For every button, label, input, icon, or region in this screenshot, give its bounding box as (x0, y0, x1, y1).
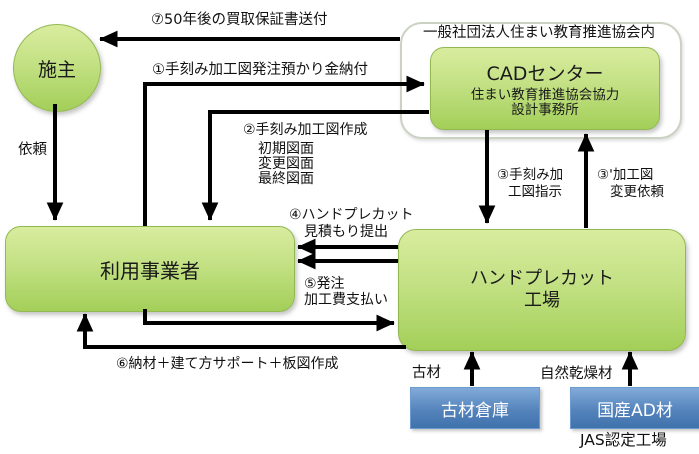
label-step5-line1: ⑤発注 (304, 276, 345, 292)
node-client: 施主 (13, 24, 101, 112)
ad-material-label: 国産AD材 (597, 400, 673, 421)
node-old-wood-warehouse: 古材倉庫 (410, 387, 540, 429)
node-handprecut-factory: ハンドプレカット 工場 (398, 229, 686, 351)
label-natural-dry: 自然乾燥材 (540, 366, 613, 382)
label-step2-line1: ②手刻み加工図作成 (243, 122, 368, 138)
cad-group-label: 一般社団法人住まい教育推進協会内 (423, 25, 655, 41)
factory-label-line2: 工場 (524, 290, 560, 311)
label-step3prime-line2: 変更依頼 (610, 184, 664, 200)
label-step2-line4: 最終図面 (258, 171, 314, 187)
node-user-business: 利用事業者 (5, 226, 295, 312)
label-step7: ⑦50年後の買取保証書送付 (151, 12, 328, 28)
factory-label-line1: ハンドプレカット (470, 267, 614, 289)
warehouse-label: 古材倉庫 (441, 400, 509, 421)
label-step3prime-line1: ③'加工図 (597, 167, 654, 183)
client-label: 施主 (37, 58, 76, 81)
user-business-label: 利用事業者 (100, 258, 200, 283)
node-cad-center: CADセンター 住まい教育推進協会協力 設計事務所 (430, 47, 660, 130)
label-request: 依頼 (18, 142, 47, 158)
label-step3-line1: ③手刻み加 (497, 167, 564, 183)
cad-center-title: CADセンター (486, 62, 604, 85)
label-step2-line2: 初期図面 (258, 141, 314, 157)
cad-center-sub1: 住まい教育推進協会協力 (470, 86, 620, 103)
cad-center-sub2: 設計事務所 (511, 102, 579, 118)
label-step2-line3: 変更図面 (258, 156, 314, 172)
label-step3-line2: 工図指示 (508, 184, 562, 200)
label-step5-line2: 加工費支払い (304, 292, 388, 308)
jas-certified-label: JAS認定工場 (580, 431, 667, 449)
label-step1: ①手刻み加工図発注預かり金納付 (152, 62, 368, 78)
label-old-wood: 古材 (412, 365, 441, 381)
label-step4-line2: 見積もり提出 (304, 224, 388, 240)
label-step4-line1: ④ハンドプレカット (289, 207, 414, 223)
arrow-step6-factory-to-user (76, 313, 406, 349)
node-domestic-ad-material: 国産AD材 (570, 387, 699, 429)
label-step6: ⑥納材＋建て方サポート＋板図作成 (116, 356, 339, 372)
